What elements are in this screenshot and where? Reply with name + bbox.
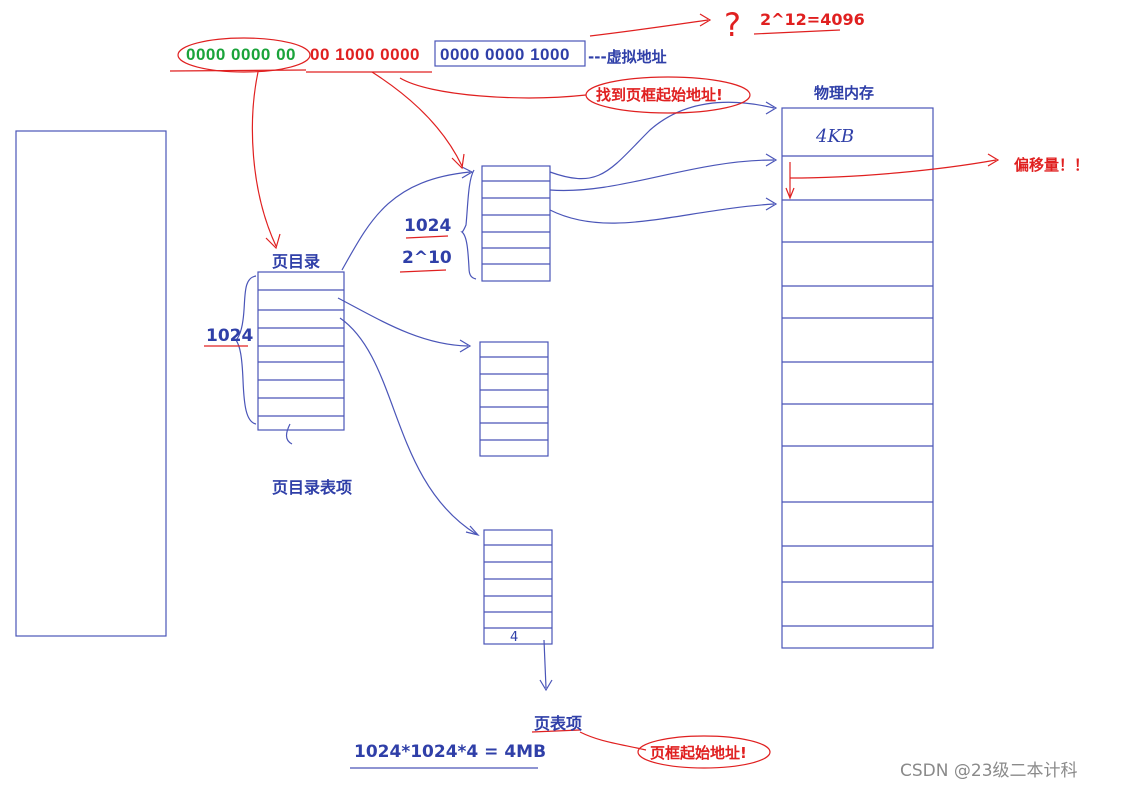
table-bits-to-table1-arrow [371,71,463,167]
dir-to-table2-arrow [337,297,469,347]
page-table-3 [483,529,553,645]
dir-to-table1-arrow [341,171,471,271]
physical-memory-title: 物理内存 [814,84,875,102]
offset-arrow [789,159,997,179]
dir-bits-to-directory-arrow [251,71,277,247]
pagetable-brace [460,169,477,280]
directory-brace [235,275,257,425]
offset-label: 偏移量！！ [1014,156,1090,174]
find-frame-label: 找到页框起始地址! [596,86,723,104]
virtual-space-box [15,130,167,637]
page-size-label: 4KB [816,126,855,147]
table3-down-arrow [543,639,547,689]
frame-start-label: 页框起始地址! [650,744,747,762]
table1-to-mem-second-arrow [549,159,775,192]
table1-to-mem-top-arrow [549,101,775,180]
dir-to-table3-arrow [339,317,477,535]
address-suffix: ---虚拟地址 [588,48,667,66]
pagetable-count-label: 1024 [404,216,452,236]
offset-bits-box [434,40,586,67]
page-directory-label: 页目录 [272,252,321,271]
address-table-bits: 00 1000 0000 [310,45,420,64]
pte-value: 4 [510,630,519,645]
page-directory-table [257,271,345,431]
page-table-2 [479,341,549,457]
pow12-label: 2^12=4096 [760,10,865,29]
page-table-1 [481,165,551,282]
watermark: CSDN @23级二本计科 [900,761,1078,781]
directory-entry-label: 页目录表项 [272,478,353,497]
question-mark: ? [724,6,741,44]
address-offset-bits: 0000 0000 1000 [440,45,570,64]
physical-memory-column [781,107,934,649]
table1-to-mem-third-arrow [549,203,775,224]
directory-count-label: 1024 [206,326,254,346]
total-size-label: 1024*1024*4 = 4MB [354,742,547,762]
dir-bits-circle [177,37,311,73]
pagetable-pow-label: 2^10 [402,248,452,268]
address-dir-bits: 0000 0000 00 [186,45,296,64]
page-table-entry-label: 页表项 [534,714,583,733]
